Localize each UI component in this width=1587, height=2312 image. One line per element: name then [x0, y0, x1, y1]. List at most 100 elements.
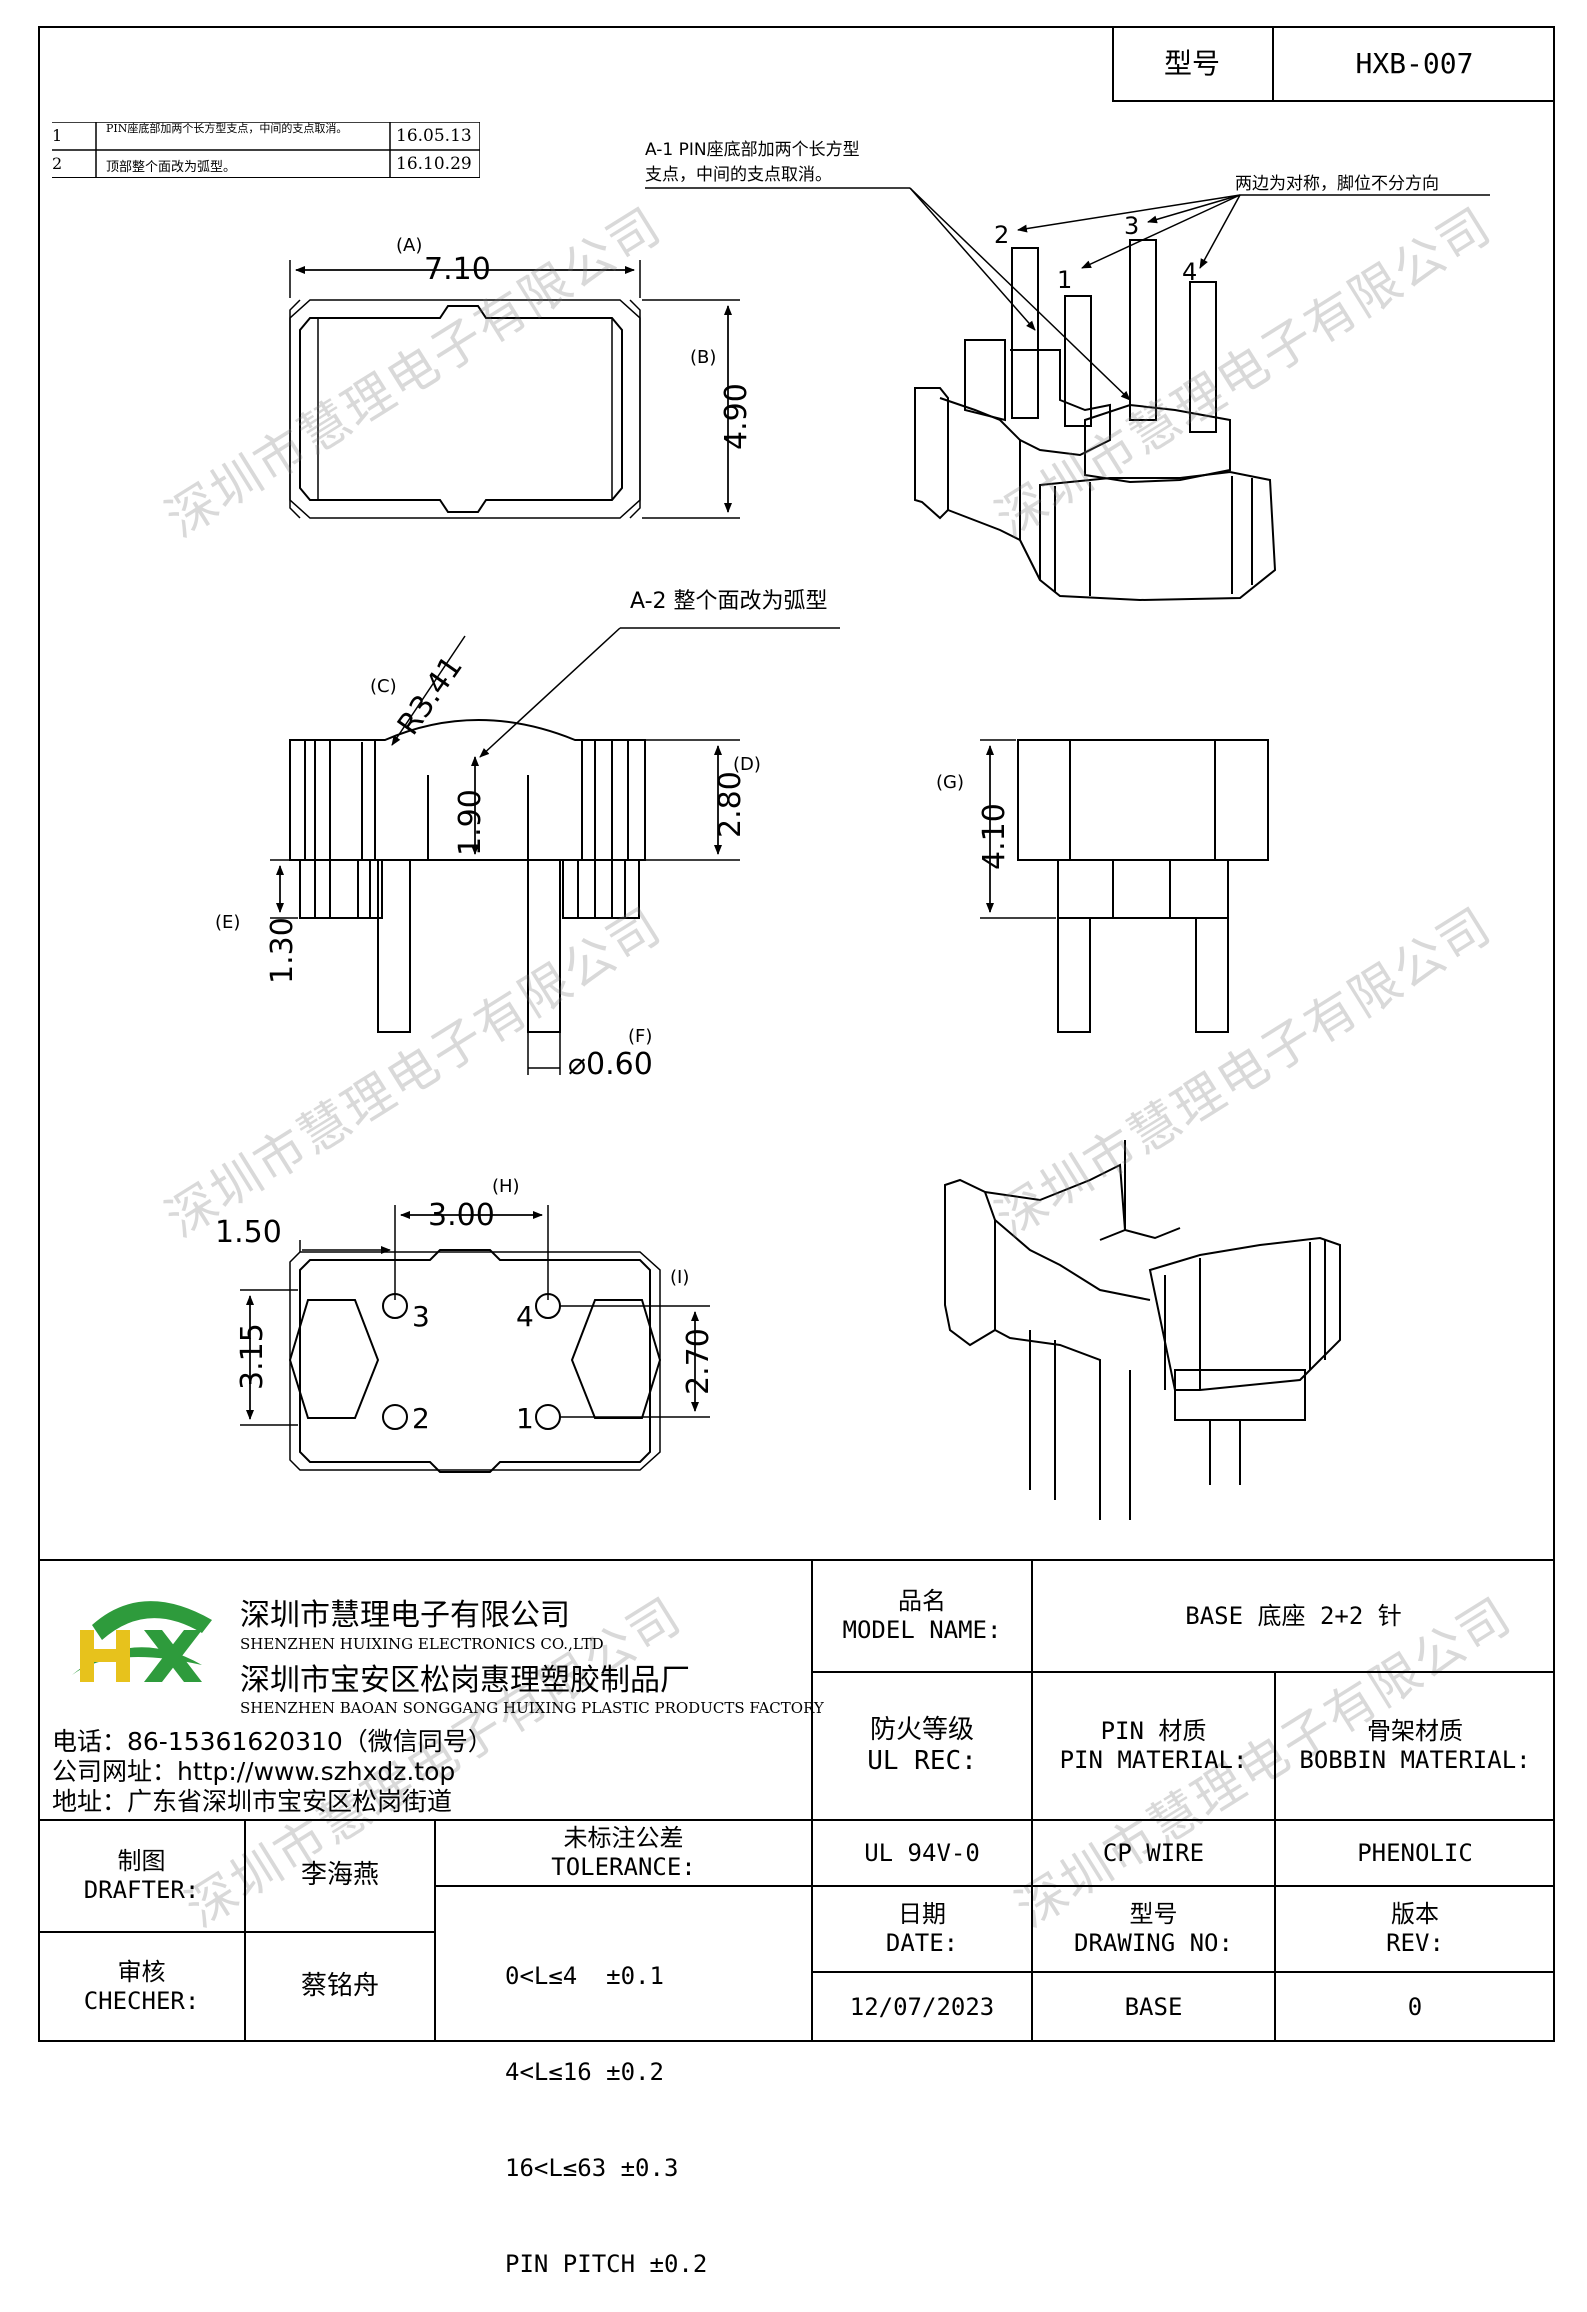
- dim-g: [980, 739, 1056, 919]
- dim-c-label: (C): [370, 676, 397, 697]
- pin-material-label-en: PIN MATERIAL:: [1059, 1746, 1248, 1774]
- date-label-cn: 日期: [898, 1900, 946, 1929]
- drafter-value: 李海燕: [300, 1860, 379, 1891]
- model-name-label-cn: 品名: [898, 1587, 946, 1616]
- drawing-no-value: BASE: [1124, 1992, 1183, 2021]
- model-name-label: 品名 MODEL NAME:: [812, 1560, 1032, 1672]
- rev-value: 0: [1407, 1992, 1423, 2021]
- drawing-no-label: 型号 DRAWING NO:: [1032, 1886, 1275, 1972]
- pin-material-label: PIN 材质 PIN MATERIAL:: [1032, 1672, 1275, 1820]
- iso-pin-2-label: 2: [994, 221, 1009, 249]
- front-dims: [270, 627, 840, 1075]
- dim-i-label: (I): [670, 1267, 689, 1288]
- tolerance-line-1: 0<L≤4 ±0.1: [505, 1962, 664, 1990]
- dim-top-value: 1.50: [215, 1215, 282, 1250]
- dim-e-label: (E): [215, 912, 240, 933]
- dim-d-value: 2.80: [713, 771, 748, 838]
- company-address: 地址：广东省深圳市宝安区松岗街道: [52, 1787, 453, 1816]
- drawing-frame: [38, 26, 1555, 2042]
- bottom-dims: [240, 1205, 710, 1426]
- checker-label-en: CHECHER:: [83, 1987, 200, 2015]
- dim-depth-value: 1.90: [453, 789, 488, 856]
- note-a1-line2: 支点，中间的支点取消。: [645, 165, 832, 185]
- model-name-label-en: MODEL NAME:: [842, 1616, 1002, 1644]
- dim-a: [289, 260, 641, 298]
- date-value: 12/07/2023: [849, 1992, 995, 2021]
- drawing-no-label-en: DRAWING NO:: [1074, 1929, 1233, 1957]
- bobbin-material-label-en: BOBBIN MATERIAL:: [1299, 1746, 1531, 1774]
- tolerance-line-2: 4<L≤16 ±0.2: [505, 2058, 664, 2086]
- revision-1-date: 16.05.13: [396, 126, 472, 146]
- dim-g-value: 4.10: [977, 803, 1012, 870]
- checker-label: 审核 CHECHER:: [38, 1932, 245, 2042]
- dim-f-value: ⌀0.60: [568, 1047, 653, 1082]
- tolerance-label: 未标注公差 TOLERANCE:: [435, 1820, 812, 1886]
- dim-i-value: 2.70: [681, 1328, 716, 1395]
- tolerance-values: 0<L≤4 ±0.1 4<L≤16 ±0.2 16<L≤63 ±0.3 PIN …: [505, 1896, 707, 2312]
- dim-d-label: (D): [733, 754, 761, 775]
- rev-label: 版本 REV:: [1275, 1886, 1555, 1972]
- note-a1-line1: A-1 PIN座底部加两个长方型: [645, 140, 860, 160]
- tolerance-label-cn: 未标注公差: [563, 1824, 684, 1853]
- dim-b-label: (B): [690, 347, 716, 368]
- type-label: 型号: [1163, 47, 1220, 81]
- dim-b-value: 4.90: [719, 383, 754, 450]
- fire-rating-value: UL 94V-0: [864, 1838, 980, 1867]
- rev-label-en: REV:: [1386, 1929, 1444, 1957]
- tolerance-label-en: TOLERANCE:: [551, 1853, 696, 1881]
- drafter-label-en: DRAFTER:: [83, 1876, 200, 1904]
- factory-name-cn: 深圳市宝安区松岗惠理塑胶制品厂: [240, 1663, 690, 1698]
- bottom-pin-2-label: 2: [412, 1402, 430, 1435]
- dim-left-value: 3.15: [235, 1323, 270, 1390]
- technical-drawing: (A) 7.10 (B) 4.90: [215, 140, 1490, 1520]
- tolerance-line-3: 16<L≤63 ±0.3: [505, 2154, 679, 2182]
- drafter-label: 制图 DRAFTER:: [38, 1820, 245, 1932]
- iso-pin-3-label: 3: [1124, 212, 1139, 240]
- company-phone: 电话：86-15361620310（微信同号）: [52, 1727, 493, 1756]
- tolerance-line-4: PIN PITCH ±0.2: [505, 2250, 708, 2278]
- dim-f-label: (F): [628, 1026, 652, 1047]
- bottom-pin-1-label: 1: [516, 1402, 534, 1435]
- note-a2: A-2 整个面改为弧型: [630, 589, 828, 614]
- iso-view-bottom: [944, 1140, 1341, 1520]
- iso-pin-1-label: 1: [1057, 266, 1072, 294]
- note-symmetry: 两边为对称，脚位不分方向: [1235, 174, 1439, 194]
- bobbin-material-value: PHENOLIC: [1357, 1838, 1473, 1867]
- date-label: 日期 DATE:: [812, 1886, 1032, 1972]
- type-box: [1112, 26, 1555, 102]
- dim-h-value: 3.00: [428, 1198, 495, 1233]
- bobbin-material-label-cn: 骨架材质: [1367, 1717, 1463, 1746]
- company-name-en: SHENZHEN HUIXING ELECTRONICS CO.,LTD: [240, 1635, 604, 1653]
- company-name-cn: 深圳市慧理电子有限公司: [240, 1598, 570, 1633]
- fire-rating-label-en: UL REC:: [867, 1746, 977, 1776]
- drafter-label-cn: 制图: [117, 1847, 166, 1876]
- logo-swoosh: [72, 1601, 212, 1682]
- fire-rating-label: 防火等级 UL REC:: [812, 1672, 1032, 1820]
- pin-material-label-cn: PIN 材质: [1100, 1717, 1207, 1746]
- front-view: [289, 719, 646, 1033]
- iso-view-top: [914, 239, 1277, 602]
- model-name-value: BASE 底座 2+2 针: [1185, 1601, 1402, 1630]
- title-block-grid: [38, 1559, 1555, 2042]
- type-box-divider: [1272, 26, 1274, 102]
- side-view: [1017, 739, 1269, 1033]
- revision-1-desc: PIN座底部加两个长方型支点，中间的支点取消。: [106, 122, 348, 135]
- type-value: HXB-007: [1355, 47, 1474, 81]
- revision-2-desc: 顶部整个面改为弧型。: [106, 160, 237, 175]
- pin-material-value: CP WIRE: [1102, 1838, 1205, 1867]
- bottom-pin-3-label: 3: [412, 1300, 430, 1333]
- dim-e-value: 1.30: [265, 917, 300, 984]
- iso-top-leaders: [645, 187, 1490, 401]
- company-logo: [52, 1585, 222, 1700]
- date-label-en: DATE:: [885, 1929, 959, 1957]
- factory-name-en: SHENZHEN BAOAN SONGGANG HUIXING PLASTIC …: [240, 1699, 824, 1717]
- fire-rating-label-cn: 防火等级: [869, 1714, 974, 1745]
- top-view: [289, 299, 641, 519]
- dim-a-label: (A): [396, 235, 422, 256]
- checker-label-cn: 审核: [117, 1958, 166, 1987]
- iso-pin-4-label: 4: [1182, 258, 1197, 286]
- revision-2-date: 16.10.29: [396, 154, 472, 174]
- bobbin-material-label: 骨架材质 BOBBIN MATERIAL:: [1275, 1672, 1555, 1820]
- company-website: 公司网址：http://www.szhxdz.top: [52, 1757, 456, 1786]
- checker-value: 蔡铭舟: [300, 1971, 379, 2002]
